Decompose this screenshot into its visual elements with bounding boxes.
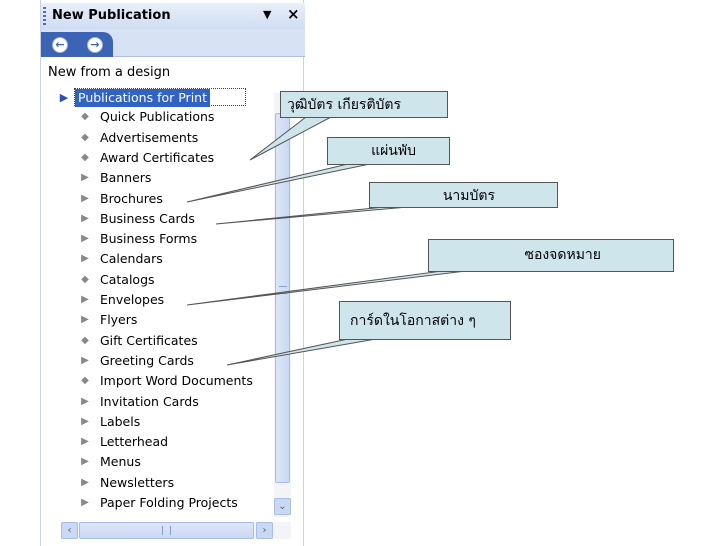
tree-item-label: Calendars — [100, 251, 163, 267]
expand-arrow-icon: ▶ — [81, 395, 89, 407]
item-bullet-icon: ◆ — [81, 273, 89, 285]
tree-item-label: Newsletters — [100, 474, 175, 490]
tree-item[interactable]: ▶ Business Forms — [59, 230, 295, 248]
tree-item-label: Invitation Cards — [100, 393, 199, 409]
expand-arrow-icon: ▶ — [81, 172, 89, 184]
tree-item-label: Import Word Documents — [100, 373, 253, 389]
callout-brochures: แผ่นพับ — [327, 137, 450, 165]
tree-item[interactable]: ▶ Menus — [59, 453, 295, 471]
tree-item[interactable]: ▶ Greeting Cards — [59, 352, 295, 370]
horizontal-scroll-thumb[interactable] — [79, 522, 254, 539]
tree-item[interactable]: ▶ Labels — [59, 413, 295, 431]
item-bullet-icon: ◆ — [81, 151, 89, 163]
task-pane-titlebar: New Publication ▼ × — [41, 3, 305, 29]
tree-item[interactable]: ▶ Business Cards — [59, 210, 295, 228]
expand-arrow-icon: ▶ — [81, 294, 89, 305]
horizontal-scrollbar[interactable]: ‹ › — [61, 522, 291, 539]
callout-award-certificates: วุฒิบัตร เกียรติบัตร — [280, 91, 448, 118]
callout-business-cards: นามบัตร — [369, 182, 558, 208]
tree-item-label: Catalogs — [100, 271, 155, 287]
expand-arrow-icon: ▶ — [81, 415, 89, 427]
expand-arrow-icon: ▶ — [81, 192, 89, 204]
item-bullet-icon: ◆ — [81, 334, 89, 346]
tree-item[interactable]: ◆ Gift Certificates — [59, 332, 295, 350]
tree-item[interactable]: ▶ Paper Folding Projects — [59, 494, 295, 512]
tree-item-label: Greeting Cards — [100, 352, 194, 368]
tree-item-label: Letterhead — [100, 434, 169, 450]
tree-item-label: Paper Folding Projects — [100, 495, 238, 510]
tree-item-label: Business Cards — [100, 210, 195, 226]
tree-item[interactable]: ◆ Catalogs — [59, 271, 295, 289]
back-button[interactable]: ← — [52, 37, 68, 53]
tree-item-label: Publications for Print — [75, 89, 210, 107]
expand-arrow-icon: ▶ — [81, 233, 89, 245]
tree-item-label: Award Certificates — [100, 149, 215, 165]
pane-title: New Publication — [52, 8, 171, 23]
tree-item[interactable]: ◆ Quick Publications — [59, 108, 295, 126]
tree-item-label: Brochures — [100, 190, 163, 206]
expand-arrow-icon: ▶ — [81, 497, 89, 508]
tree-item[interactable]: ▶ Invitation Cards — [59, 393, 295, 411]
item-bullet-icon: ◆ — [81, 375, 89, 387]
tree-item[interactable]: ▶ Banners — [59, 169, 295, 187]
close-icon[interactable]: × — [287, 5, 300, 23]
expand-arrow-icon: ▶ — [81, 253, 89, 265]
tree-item[interactable]: ◆ Award Certificates — [59, 149, 295, 167]
callout-envelopes: ซองจดหมาย — [428, 239, 674, 272]
scroll-left-button[interactable]: ‹ — [61, 522, 78, 539]
nav-bar: ← → — [41, 29, 305, 57]
tree-item-label: Banners — [100, 170, 152, 186]
tree-item-label: Flyers — [100, 312, 138, 328]
section-title: New from a design — [48, 65, 171, 80]
scroll-down-button[interactable]: ⌄ — [274, 498, 291, 515]
tree-item-label: Quick Publications — [100, 109, 215, 125]
nav-tab: ← → — [41, 32, 113, 57]
expand-arrow-icon: ▶ — [59, 91, 69, 104]
tree-item[interactable]: ▶ Flyers — [59, 311, 295, 329]
expand-arrow-icon: ▶ — [81, 314, 89, 326]
tree-item-label: Menus — [100, 454, 141, 470]
vertical-scroll-thumb[interactable] — [275, 113, 290, 483]
tree-item-label: Business Forms — [100, 231, 198, 247]
expand-arrow-icon: ▶ — [81, 476, 89, 488]
tree-item[interactable]: ▶ Newsletters — [59, 474, 295, 492]
tree-item-publications-for-print[interactable]: ▶ Publications for Print — [60, 88, 246, 107]
tree-item[interactable]: ▶ Calendars — [59, 250, 295, 268]
task-pane: New Publication ▼ × ← → New from a desig… — [40, 0, 305, 546]
expand-arrow-icon: ▶ — [81, 354, 89, 366]
dropdown-arrow-icon[interactable]: ▼ — [263, 8, 272, 21]
item-bullet-icon: ◆ — [81, 131, 89, 143]
item-bullet-icon: ◆ — [81, 111, 89, 123]
publication-tree: ▶ Publications for Print ◆ Quick Publicat… — [59, 88, 295, 524]
tree-item-label: Envelopes — [100, 292, 165, 307]
forward-button[interactable]: → — [87, 37, 103, 53]
tree-item[interactable]: ▶ Brochures — [59, 190, 295, 208]
tree-item[interactable]: ▶ Envelopes — [59, 291, 295, 309]
callout-greeting-cards: การ์ดในโอกาสต่าง ๆ — [339, 301, 511, 340]
tree-item-label: Labels — [100, 413, 141, 429]
tree-item[interactable]: ◆ Advertisements — [59, 129, 295, 147]
tree-item[interactable]: ▶ Letterhead — [59, 433, 295, 451]
tree-item-label: Advertisements — [100, 129, 199, 145]
expand-arrow-icon: ▶ — [81, 456, 89, 468]
expand-arrow-icon: ▶ — [81, 212, 89, 224]
vertical-scrollbar[interactable]: ⌄ — [274, 93, 291, 517]
tree-item-label: Gift Certificates — [100, 332, 198, 348]
expand-arrow-icon: ▶ — [81, 436, 89, 448]
tree-item[interactable]: ◆ Import Word Documents — [59, 372, 295, 390]
scroll-right-button[interactable]: › — [256, 522, 273, 539]
drag-grip[interactable] — [43, 7, 46, 25]
